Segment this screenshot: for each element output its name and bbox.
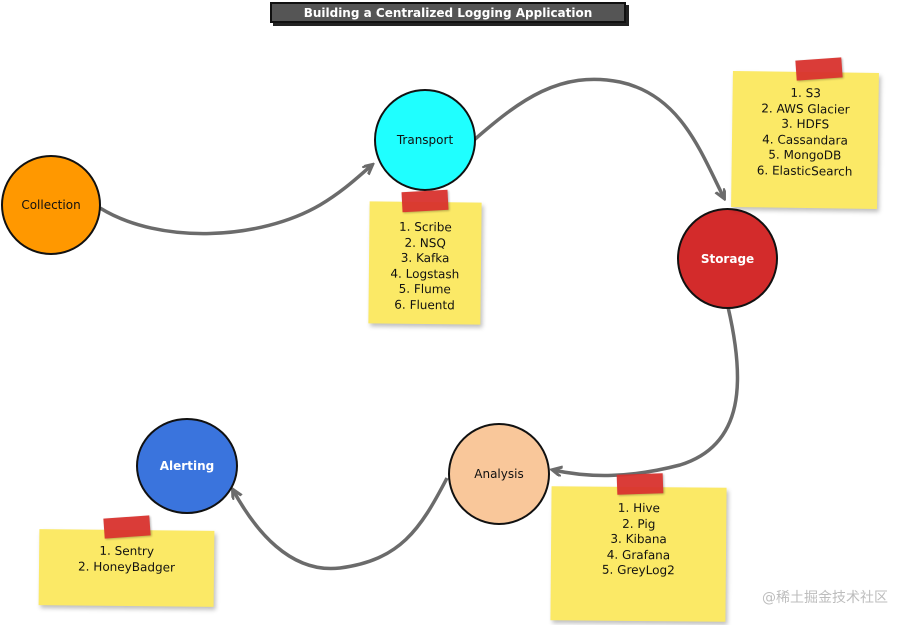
node-collection: Collection bbox=[1, 155, 101, 255]
arrow-transport-to-storage bbox=[472, 77, 724, 198]
list-item: 4. Logstash bbox=[390, 266, 460, 281]
list-item: 3. Kibana bbox=[610, 531, 667, 547]
node-storage: Storage bbox=[677, 208, 778, 309]
sticky-note-alerting: 1. Sentry 2. HoneyBadger bbox=[38, 529, 215, 607]
tape-transport bbox=[401, 189, 449, 213]
node-analysis: Analysis bbox=[448, 423, 550, 525]
node-alerting: Alerting bbox=[136, 418, 238, 514]
diagram-title: Building a Centralized Logging Applicati… bbox=[270, 2, 626, 23]
tape-analysis bbox=[616, 473, 664, 495]
tape-alerting bbox=[103, 515, 151, 539]
list-item: 3. Kafka bbox=[400, 250, 450, 266]
list-item: 1. Scribe bbox=[398, 219, 452, 235]
list-item: 2. Pig bbox=[622, 516, 656, 531]
arrow-storage-to-analysis bbox=[553, 306, 740, 478]
node-storage-label: Storage bbox=[700, 251, 755, 266]
watermark: @稀土掘金技术社区 bbox=[762, 590, 888, 606]
list-item: 1. Sentry bbox=[99, 543, 155, 559]
node-transport: Transport bbox=[374, 89, 476, 191]
list-item: 6. ElasticSearch bbox=[756, 162, 853, 179]
list-item: 2. NSQ bbox=[404, 235, 446, 250]
node-collection-label: Collection bbox=[21, 198, 81, 212]
node-analysis-label: Analysis bbox=[474, 467, 524, 481]
arrow-collection-to-transport bbox=[99, 165, 372, 236]
arrow-analysis-to-alerting bbox=[233, 477, 449, 571]
node-alerting-label: Alerting bbox=[159, 459, 215, 473]
list-item: 6. Fluentd bbox=[394, 297, 455, 312]
list-item: 4. Grafana bbox=[606, 547, 671, 562]
tape-storage bbox=[795, 57, 843, 81]
sticky-note-analysis: 1. Hive 2. Pig 3. Kibana 4. Grafana 5. G… bbox=[550, 486, 727, 622]
sticky-note-transport: 1. Scribe 2. NSQ 3. Kafka 4. Logstash 5.… bbox=[368, 201, 482, 325]
node-transport-label: Transport bbox=[396, 133, 454, 147]
list-item: 1. Hive bbox=[617, 500, 661, 516]
list-item: 2. HoneyBadger bbox=[78, 558, 176, 575]
list-item: 5. Flume bbox=[398, 281, 451, 297]
sticky-note-storage: 1. S3 2. AWS Glacier 3. HDFS 4. Cassanda… bbox=[731, 70, 879, 210]
list-item: 5. GreyLog2 bbox=[601, 562, 675, 578]
